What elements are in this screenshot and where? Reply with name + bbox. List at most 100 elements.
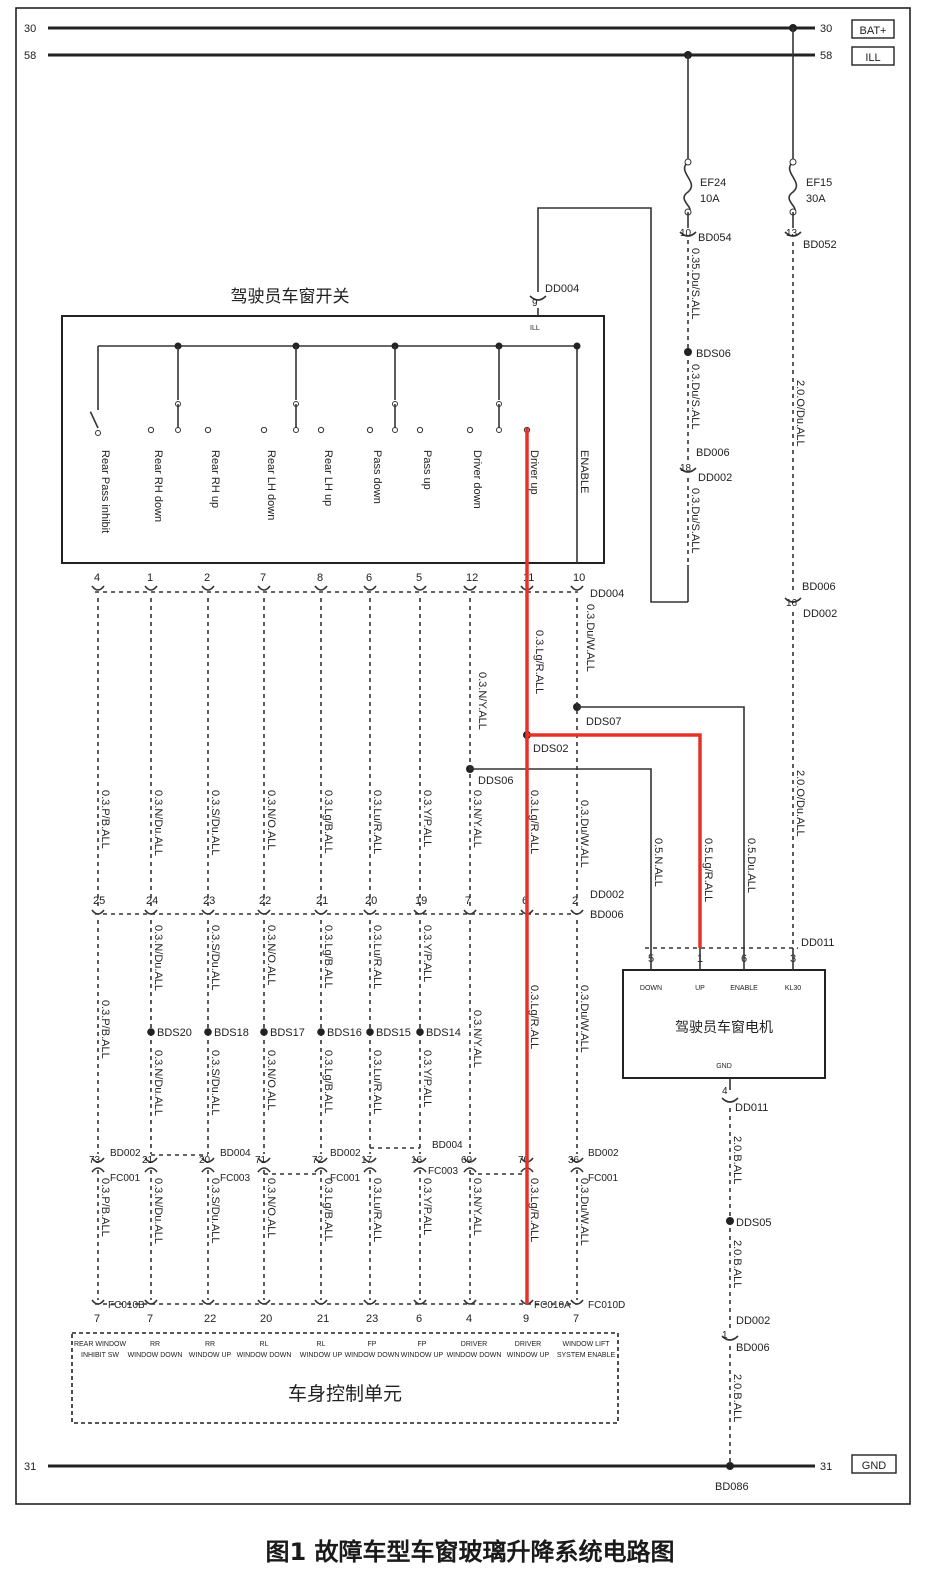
bcm-label-6-a: FP	[418, 1341, 427, 1348]
rail-31-right-label: 31	[820, 1461, 832, 1473]
ill-small-label: ILL	[530, 325, 540, 332]
row3-pin-4: 72	[312, 1155, 324, 1166]
switch-pin-0: 4	[94, 572, 100, 584]
motor-label-2: ENABLE	[730, 985, 758, 992]
row2-pin-5: 20	[365, 895, 377, 907]
highlighted-driver-up-path	[525, 428, 702, 1304]
motor-title: 驾驶员车窗电机	[675, 1019, 773, 1036]
wire-label: 0.3.Lg/R.ALL	[533, 630, 545, 694]
wire-d-9: 0.3.Du/W.ALL	[578, 1178, 590, 1246]
wire-label: 0.5.N.ALL	[652, 838, 664, 887]
connector-label: BD006	[590, 909, 624, 921]
wire-c-2: 0.3.N/O.ALL	[265, 1050, 277, 1111]
bcm-label-8-b: WINDOW UP	[507, 1352, 550, 1359]
connector-label: DD004	[590, 588, 624, 600]
fuse-ef15-amp: 30A	[806, 193, 826, 205]
splice-4: BDS15	[376, 1027, 411, 1039]
row3-label: FC003	[428, 1166, 458, 1177]
wire-a-1: 0.3.N/Du.ALL	[152, 790, 164, 856]
row2-pin-9: 2	[572, 895, 578, 907]
wire-b-9: 0.3.Du/W.ALL	[578, 985, 590, 1053]
wire-a-4: 0.3.Lg/B.ALL	[322, 790, 334, 854]
vertical-wires: 0.3.P/B.ALL 0.3.P/B.ALL 0.3.N/Du.ALL 0.3.N/…	[97, 598, 590, 1300]
wire-b-3: 0.3.N/O.ALL	[265, 925, 277, 986]
wire-label: 0.3.Du/S.ALL	[689, 364, 701, 429]
bcm-label-9-a: WINDOW LIFT	[562, 1341, 610, 1348]
row2-pin-6: 19	[415, 895, 427, 907]
switch-pin-7: 12	[466, 572, 478, 584]
ground-point-label: BD086	[715, 1481, 749, 1493]
fuse-ef15-branch: EF15 30A 13 BD052 2.0.O/Du.ALL BD006 16 …	[784, 28, 837, 948]
switch-pin-4: 8	[317, 572, 323, 584]
wire-c-1: 0.3.S/Du.ALL	[209, 1050, 221, 1115]
wire-label: 0.3.Du/S.ALL	[689, 488, 701, 553]
switch-pin-2: 2	[204, 572, 210, 584]
wire-b-5: 0.3.Lu/R.ALL	[371, 925, 383, 989]
wire-a-3: 0.3.N/O.ALL	[265, 790, 277, 851]
switch-label-5: Pass down	[371, 450, 383, 504]
wire-a-0: 0.3.P/B.ALL	[99, 790, 111, 849]
row3-pin-6: 16	[411, 1155, 423, 1166]
row4-pin-0: 7	[94, 1313, 100, 1325]
wire-b-6: 0.3.Y/P.ALL	[421, 925, 433, 982]
switch-pin-1: 1	[147, 572, 153, 584]
wire-a-5: 0.3.Lu/R.ALL	[371, 790, 383, 854]
connector-dd004-row: DD004	[91, 585, 624, 600]
row3-label: BD002	[110, 1148, 141, 1159]
wire-label: 2.0.O/Du.ALL	[794, 770, 806, 837]
fuse-ef15-label: EF15	[806, 177, 832, 189]
bcm-label-3-a: RL	[260, 1341, 269, 1348]
connector-label: DD011	[735, 1102, 768, 1114]
wire-b-8: 0.3.Lg/R.ALL	[528, 985, 540, 1049]
row3-pin-2: 20	[199, 1155, 211, 1166]
bcm-label-9-b: SYSTEM ENABLE	[557, 1352, 616, 1359]
row4-pin-2: 22	[204, 1313, 216, 1325]
wire-d-7: 0.3.N/Y.ALL	[471, 1178, 483, 1236]
connector-label: BD054	[698, 232, 732, 244]
wire-d-0: 0.3.P/B.ALL	[99, 1178, 111, 1237]
row3-pin-0: 73	[89, 1155, 101, 1166]
motor-label-0: DOWN	[640, 985, 662, 992]
switch-label-3: Rear LH down	[265, 450, 277, 520]
wire-label: 2.0.B.ALL	[731, 1136, 743, 1184]
wire-c-4: 0.3.Lu/R.ALL	[371, 1050, 383, 1114]
bcm-label-5-b: WINDOW DOWN	[345, 1352, 400, 1359]
bcm-title: 车身控制单元	[288, 1383, 402, 1405]
connector-label: FC010B	[108, 1300, 145, 1311]
row3-label: FC001	[110, 1173, 140, 1184]
row3-pin-7: 69	[461, 1155, 473, 1166]
wire-c-5: 0.3.Y/P.ALL	[421, 1050, 433, 1107]
row3-pin-9: 36	[568, 1155, 580, 1166]
rail-58-right-label: 58	[820, 50, 832, 62]
wire-label: 0.5.Du.ALL	[745, 838, 757, 893]
wire-b-4: 0.3.Lg/B.ALL	[322, 925, 334, 989]
bcm-label-2-a: RR	[205, 1341, 215, 1348]
connector-label: BD006	[696, 447, 730, 459]
wire-b-0: 0.3.P/B.ALL	[99, 1000, 111, 1059]
switch-label-2: Rear RH up	[209, 450, 221, 508]
row2-pin-3: 22	[259, 895, 271, 907]
row2-pin-2: 23	[203, 895, 215, 907]
row4-pin-7: 4	[466, 1313, 472, 1325]
row3-label: BD002	[330, 1148, 361, 1159]
switch-label-6: Pass up	[421, 450, 433, 490]
row2-pin-4: 21	[316, 895, 328, 907]
switch-label-7: Driver down	[471, 450, 483, 509]
fuse-ef24-amp: 10A	[700, 193, 720, 205]
wire-d-2: 0.3.S/Du.ALL	[209, 1178, 221, 1243]
switch-label-0: Rear Pass inhibit	[99, 450, 111, 533]
wire-a-6: 0.3.Y/P.ALL	[421, 790, 433, 847]
switch-label-4: Rear LH up	[322, 450, 334, 506]
row3-label: FC001	[588, 1173, 618, 1184]
row3-pin-3: 71	[255, 1155, 267, 1166]
connector-label: BD006	[736, 1342, 770, 1354]
switch-pin-9: 10	[573, 572, 585, 584]
wire-d-3: 0.3.N/O.ALL	[265, 1178, 277, 1239]
wire-a-8: 0.3.Lg/R.ALL	[528, 790, 540, 854]
splice-2: BDS17	[270, 1027, 305, 1039]
switch-title: 驾驶员车窗开关	[231, 287, 350, 307]
